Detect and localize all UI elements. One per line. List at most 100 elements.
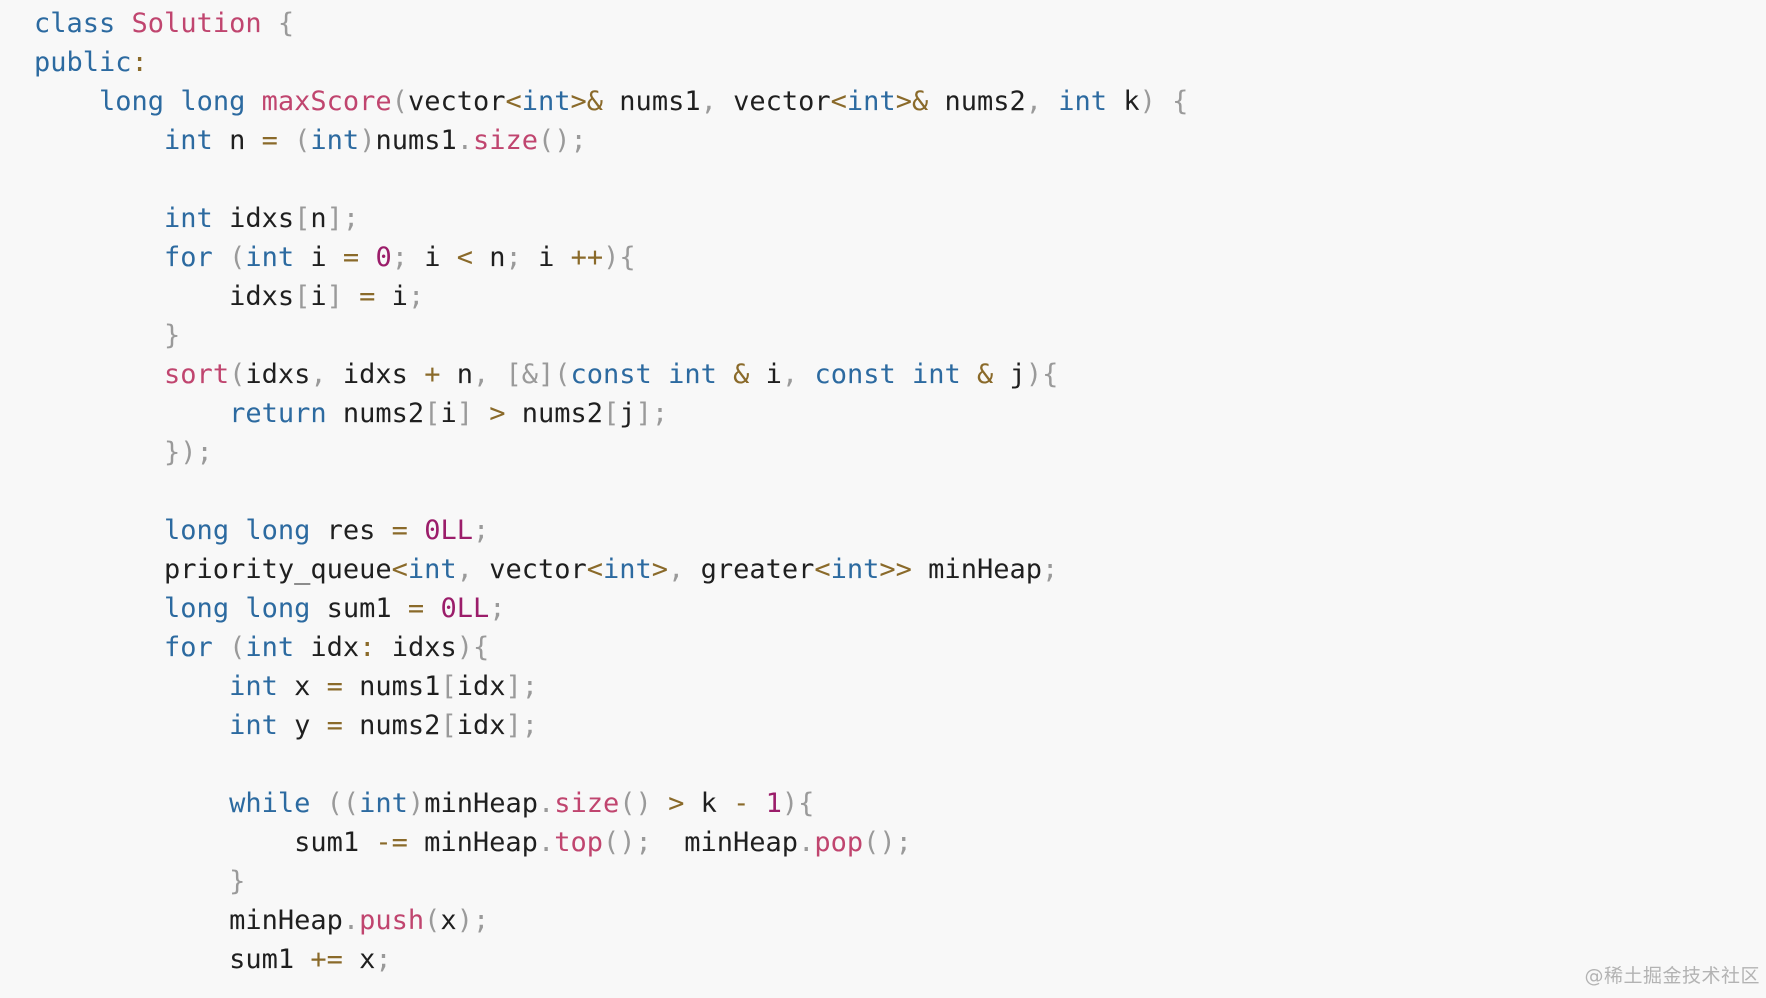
code-token bbox=[34, 437, 164, 468]
code-token: (); bbox=[538, 125, 587, 156]
code-token: minHeap bbox=[407, 827, 538, 858]
code-token: ){ bbox=[1025, 359, 1059, 390]
code-token: return bbox=[229, 398, 327, 429]
code-token bbox=[34, 86, 99, 117]
code-line: int idxs[n]; bbox=[34, 199, 1766, 238]
code-token: = bbox=[326, 710, 343, 741]
code-token: nums2 bbox=[505, 398, 604, 429]
code-token: , bbox=[472, 359, 490, 390]
code-token: & bbox=[733, 359, 750, 390]
code-token: nums1 bbox=[375, 125, 457, 156]
code-token: idx bbox=[294, 632, 360, 663]
code-token: [ bbox=[424, 398, 441, 429]
code-token: int bbox=[603, 554, 652, 585]
code-token bbox=[34, 515, 164, 546]
code-token: += bbox=[310, 944, 343, 975]
code-token: size bbox=[473, 125, 539, 156]
code-token: 1 bbox=[765, 788, 782, 819]
code-token: class bbox=[34, 8, 116, 39]
code-line: class Solution { bbox=[34, 4, 1766, 43]
code-line bbox=[34, 745, 1766, 784]
code-token: : bbox=[359, 632, 376, 663]
code-token: -= bbox=[375, 827, 408, 858]
code-token: sum1 bbox=[34, 944, 311, 975]
code-line bbox=[34, 472, 1766, 511]
code-token: (); bbox=[602, 827, 652, 858]
code-token: ]; bbox=[635, 398, 669, 429]
code-token bbox=[245, 86, 261, 117]
code-token: n bbox=[310, 203, 327, 234]
code-token: for bbox=[164, 242, 213, 273]
code-line: for (int idx: idxs){ bbox=[34, 628, 1766, 667]
code-line: long long res = 0LL; bbox=[34, 511, 1766, 550]
code-token: (( bbox=[326, 788, 360, 819]
code-token: i bbox=[294, 242, 343, 273]
code-token: ] bbox=[456, 398, 473, 429]
code-token: , bbox=[456, 554, 473, 585]
code-token: long bbox=[99, 86, 165, 117]
code-line: int n = (int)nums1.size(); bbox=[34, 121, 1766, 160]
code-token: . bbox=[342, 905, 360, 936]
code-token: pop bbox=[814, 827, 864, 858]
code-token: const bbox=[814, 359, 896, 390]
code-token bbox=[213, 242, 229, 273]
code-token: ( bbox=[229, 359, 246, 390]
code-token bbox=[489, 359, 505, 390]
code-token: { bbox=[277, 8, 295, 39]
code-token: vector bbox=[407, 86, 506, 117]
code-token bbox=[652, 359, 668, 390]
code-token: int bbox=[1058, 86, 1108, 117]
code-token: ]; bbox=[505, 710, 539, 741]
code-token: , bbox=[668, 554, 685, 585]
code-token: ; bbox=[1041, 554, 1059, 585]
code-token: sum1 bbox=[310, 593, 408, 624]
code-token: + bbox=[424, 359, 441, 390]
code-token bbox=[473, 398, 489, 429]
code-token: n bbox=[473, 242, 506, 273]
code-token: > bbox=[668, 788, 685, 819]
code-token: ; bbox=[489, 593, 506, 624]
code-token: : bbox=[131, 47, 148, 78]
code-token: ) bbox=[1139, 86, 1156, 117]
code-token: = bbox=[326, 671, 343, 702]
code-token: ; bbox=[391, 242, 408, 273]
code-token: ( bbox=[391, 86, 408, 117]
code-token: k bbox=[1107, 86, 1140, 117]
code-token: int bbox=[229, 710, 278, 741]
code-token: . bbox=[537, 788, 555, 819]
code-token: [ bbox=[440, 671, 457, 702]
code-token: ( bbox=[229, 632, 246, 663]
code-token: (); bbox=[863, 827, 912, 858]
code-token: < bbox=[456, 242, 474, 273]
code-token bbox=[34, 632, 164, 663]
code-token: minHeap bbox=[911, 554, 1042, 585]
code-token: 0LL bbox=[424, 515, 473, 546]
code-token: < bbox=[505, 86, 522, 117]
code-line: int y = nums2[idx]; bbox=[34, 706, 1766, 745]
code-line: sum1 -= minHeap.top(); minHeap.pop(); bbox=[34, 823, 1766, 862]
code-token: i bbox=[375, 281, 408, 312]
code-token: y bbox=[277, 710, 327, 741]
code-token bbox=[896, 359, 912, 390]
code-token bbox=[34, 242, 164, 273]
code-token bbox=[798, 359, 814, 390]
code-token: } bbox=[164, 320, 181, 351]
code-token bbox=[1156, 86, 1172, 117]
code-token: }); bbox=[164, 437, 213, 468]
code-token: = bbox=[359, 281, 376, 312]
code-token: ); bbox=[456, 905, 490, 936]
code-token: [ bbox=[294, 203, 311, 234]
code-token bbox=[262, 8, 278, 39]
code-token: ){ bbox=[456, 632, 490, 663]
code-token: idx bbox=[456, 710, 506, 741]
code-token: res bbox=[310, 515, 392, 546]
code-token bbox=[34, 320, 164, 351]
code-token: [&]( bbox=[505, 359, 571, 390]
code-token: sort bbox=[164, 359, 230, 390]
code-token: int bbox=[245, 632, 295, 663]
code-token: . bbox=[798, 827, 815, 858]
code-token: for bbox=[164, 632, 213, 663]
code-token: vector bbox=[716, 86, 831, 117]
code-token: priority_queue bbox=[34, 554, 392, 585]
code-token: , bbox=[781, 359, 799, 390]
